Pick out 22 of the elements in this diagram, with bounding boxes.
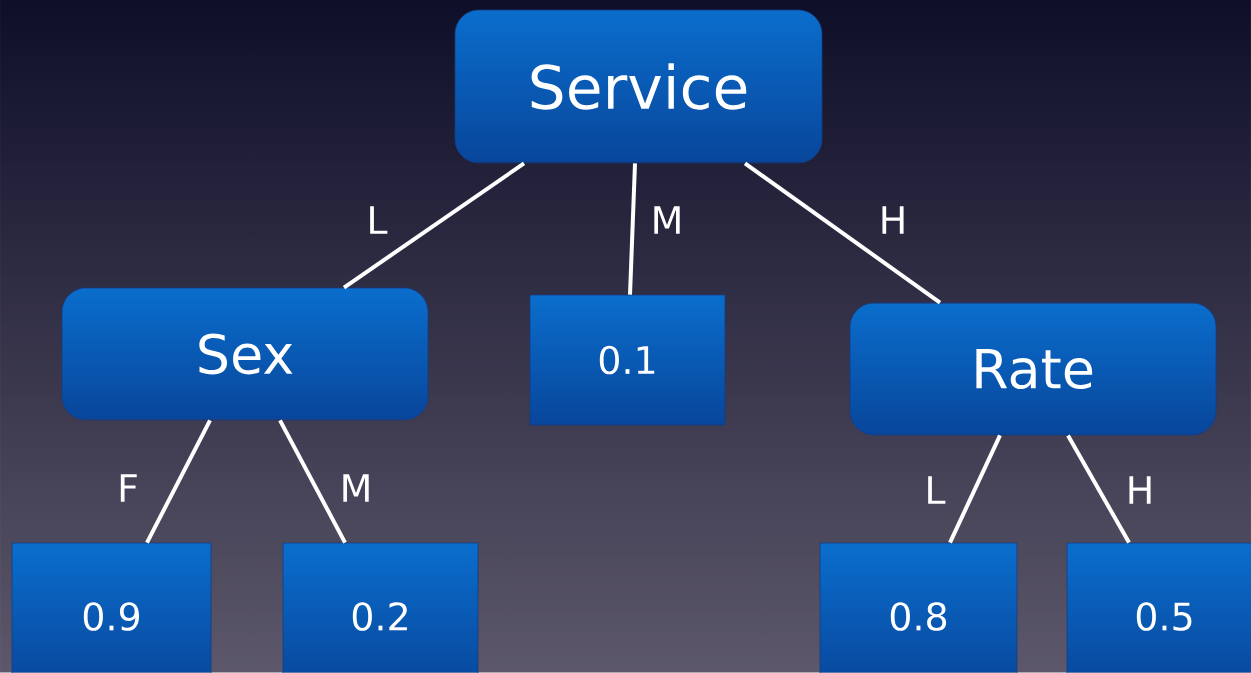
connector-line (1066, 434, 1131, 544)
decision-box: Rate (849, 302, 1217, 436)
edge-label: H (882, 206, 904, 234)
decision-box: Sex (61, 287, 429, 421)
edge-label: F (120, 474, 137, 502)
value-box: 0.8 (819, 542, 1018, 673)
value-box: 0.1 (529, 294, 726, 426)
edge-label: L (928, 476, 946, 504)
edge-label: H (1129, 476, 1151, 504)
value-box: 0.2 (282, 542, 479, 673)
connector-line (628, 163, 637, 295)
edge-label: M (654, 206, 680, 234)
decision-box: Service (454, 9, 823, 164)
connector-line (948, 434, 1002, 544)
connector-line (278, 419, 347, 544)
edge-label: L (370, 206, 388, 234)
connector-line (342, 161, 526, 290)
connector-line (145, 419, 212, 544)
edge-label: M (343, 474, 369, 502)
value-box: 0.9 (11, 542, 212, 673)
value-box: 0.5 (1066, 542, 1251, 673)
connector-line (743, 161, 942, 305)
